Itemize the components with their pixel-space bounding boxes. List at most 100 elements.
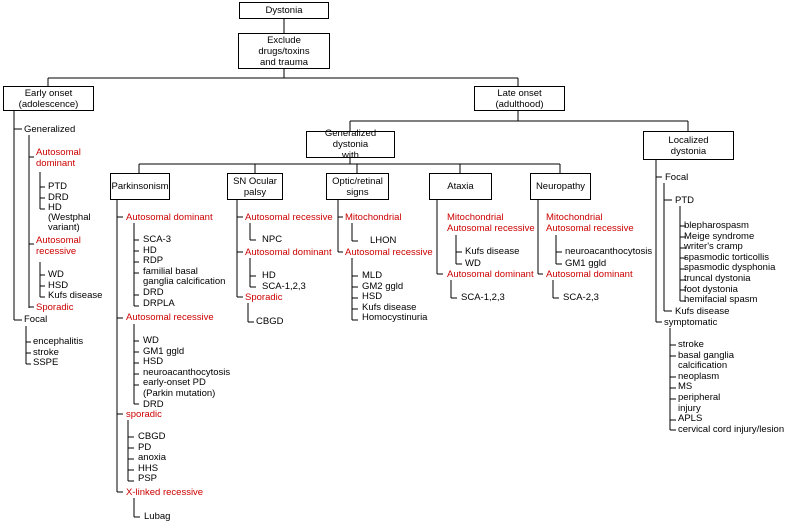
neuro-ad-label: Autosomal dominant	[546, 269, 633, 280]
list-item: Homocystinuria	[362, 312, 428, 324]
list-item: LHON	[370, 235, 397, 246]
early-generalized-label: Generalized	[24, 124, 76, 135]
list-item: neuroacanthocytosis	[565, 246, 653, 257]
list-item: CBGD	[256, 316, 284, 327]
sn-ocular-palsy-box: SN Ocular palsy	[227, 173, 283, 200]
list-item: RDP	[143, 255, 164, 267]
list-item: SCA-1,2,3	[461, 292, 505, 303]
dystonia-box: Dystonia	[239, 2, 329, 19]
ataxia-ar-list: Kufs disease WD	[465, 246, 520, 269]
list-item: hemifacial spasm	[684, 294, 758, 306]
neuro-ar-list: neuroacanthocytosis GM1 ggld	[565, 246, 653, 269]
list-item: CBGD	[138, 431, 166, 442]
list-item: Kufs disease	[362, 301, 417, 313]
ataxia-mito-label: Mitochondrial	[447, 212, 504, 223]
list-item: Lubag	[144, 511, 171, 522]
late-onset-box: Late onset (adulthood)	[474, 86, 565, 111]
park-sporadic-label: sporadic	[126, 409, 162, 420]
list-item: foot dystonia	[684, 283, 738, 295]
neuro-ad-list: SCA-2,3	[563, 292, 599, 304]
list-item: neuroacanthocytosis	[143, 366, 231, 378]
park-xr-list: Lubag	[144, 511, 171, 523]
list-item: SCA-3	[143, 234, 171, 245]
list-item: writer's cramp	[684, 241, 743, 253]
neuropathy-box: Neuropathy	[530, 173, 591, 200]
list-item: SSPE	[33, 357, 59, 369]
list-item: basal ganglia calcification	[678, 349, 734, 372]
list-item: HD	[262, 270, 276, 281]
list-item: PD	[138, 441, 152, 453]
sn-ad-list: HD SCA-1,2,3	[262, 270, 306, 292]
loc-ptd-label: PTD	[675, 195, 694, 206]
early-focal-list: encephalitis stroke SSPE	[33, 336, 84, 369]
park-ad-list: SCA-3 HD RDP familial basal ganglia calc…	[143, 234, 226, 309]
ataxia-ar-label: Autosomal recessive	[447, 223, 535, 234]
list-item: HSD	[48, 279, 69, 291]
list-item: SCA-1,2,3	[262, 280, 306, 292]
early-ar-label: Autosomal recessive	[36, 235, 81, 257]
list-item: truncal dystonia	[684, 272, 751, 284]
loc-symptomatic-label: symptomatic	[664, 317, 718, 328]
localized-dystonia-box: Localized dystonia	[643, 131, 734, 160]
early-sporadic-label: Sporadic	[36, 302, 74, 313]
sn-sporadic-list: CBGD	[256, 316, 284, 328]
optic-ar-list: MLD GM2 ggld HSD Kufs disease Homocystin…	[362, 270, 428, 324]
early-ar-list: WD HSD Kufs disease	[48, 269, 103, 302]
sn-ad-label: Autosomal dominant	[245, 247, 332, 258]
ataxia-ad-label: Autosomal dominant	[447, 269, 534, 280]
list-item: spasmodic dysphonia	[684, 262, 776, 274]
loc-symptomatic-list: stroke basal ganglia calcification neopl…	[678, 339, 785, 435]
list-item: GM2 ggld	[362, 280, 404, 292]
list-item: stroke	[678, 339, 704, 350]
list-item: GM1 ggld	[565, 257, 607, 269]
list-item: encephalitis	[33, 336, 84, 347]
list-item: APLS	[678, 413, 703, 425]
optic-retinal-box: Optic/retinal signs	[326, 173, 389, 200]
list-item: WD	[465, 257, 481, 269]
park-ar-label: Autosomal recessive	[126, 312, 214, 323]
list-item: DRD	[48, 191, 69, 203]
list-item: HD (Westphal variant)	[48, 202, 91, 234]
optic-ar-label: Autosomal recessive	[345, 247, 433, 258]
list-item: familial basal ganglia calcification	[143, 265, 226, 288]
list-item: cervical cord injury/lesion	[678, 423, 785, 435]
generalized-dystonia-box: Generalized dystonia with	[306, 128, 395, 161]
list-item: NPC	[262, 234, 283, 245]
list-item: peripheral injury	[678, 391, 721, 414]
early-focal-label: Focal	[24, 314, 48, 325]
neuro-ar-label: Autosomal recessive	[546, 223, 634, 234]
sn-sporadic-label: Sporadic	[245, 292, 283, 303]
park-ar-list: WD GM1 ggld HSD neuroacanthocytosis earl…	[143, 335, 231, 410]
list-item: Kufs disease	[48, 290, 103, 302]
list-item: DRD	[143, 286, 164, 298]
list-item: DRD	[143, 398, 164, 410]
loc-focal-label: Focal	[665, 172, 689, 183]
list-item: HSD	[143, 356, 164, 368]
list-item: HHS	[138, 462, 159, 474]
list-item: Kufs disease	[465, 246, 520, 257]
optic-mito-label: Mitochondrial	[345, 212, 402, 223]
early-onset-box: Early onset (adolescence)	[3, 86, 94, 111]
parkinsonism-box: Parkinsonism	[110, 173, 170, 200]
optic-mito-list: LHON	[370, 235, 397, 247]
list-item: GM1 ggld	[143, 345, 185, 357]
park-sporadic-list: CBGD PD anoxia HHS PSP	[138, 431, 166, 485]
list-item: HSD	[362, 291, 383, 303]
list-item: WD	[48, 269, 64, 280]
list-item: SCA-2,3	[563, 292, 599, 303]
list-item: MS	[678, 381, 693, 393]
list-item: neoplasm	[678, 370, 720, 382]
list-item: spasmodic torticollis	[684, 251, 769, 263]
exclude-box: Exclude drugs/toxins and trauma	[238, 33, 330, 69]
list-item: blepharospasm	[684, 220, 749, 231]
list-item: PTD	[48, 181, 67, 192]
park-xr-label: X-linked recessive	[126, 487, 204, 498]
sn-ar-list: NPC	[262, 234, 283, 246]
early-ad-list: PTD DRD HD (Westphal variant)	[48, 181, 91, 234]
list-item: HD	[143, 244, 157, 256]
list-item: PSP	[138, 473, 158, 485]
list-item: MLD	[362, 270, 383, 281]
neuro-mito-label: Mitochondrial	[546, 212, 603, 223]
